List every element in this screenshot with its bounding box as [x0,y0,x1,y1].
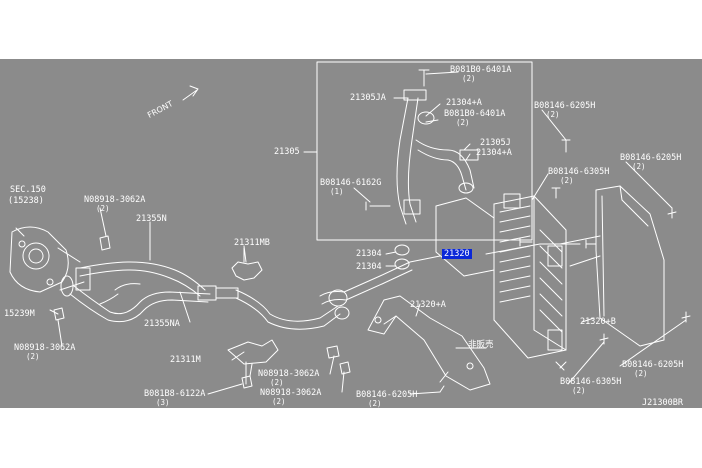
label-b081b0-6401a-top[interactable]: B081B0-6401A [450,65,512,75]
label-21305[interactable]: 21305 [274,147,300,157]
label-b08146-6205h-right[interactable]: B08146-6205H [620,153,682,163]
label-n08918-3062a-top[interactable]: N08918-3062A [84,195,146,205]
label-b08146-6205h-right-qty: (2) [632,162,646,171]
label-21320b[interactable]: 21320+B [580,317,616,327]
hose-21355na [69,283,211,323]
oil-cooler-21320 [435,193,567,359]
label-21355n[interactable]: 21355N [136,214,167,224]
pump-assembly [9,226,85,293]
label-n08918-3062a-bot[interactable]: N08918-3062A [260,388,322,398]
label-n08918-3062a-bot-qty: (2) [272,397,286,406]
label-n08918-3062a-left-qty: (2) [26,352,40,361]
label-b08146-6305h-top-qty: (2) [560,176,574,185]
diagram-id: J21300BR [642,398,683,408]
label-sec150-code: (15238) [8,196,44,206]
label-b08146-6305h-bot[interactable]: B08146-6305H [560,377,622,387]
label-b08146-6305h-bot-qty: (2) [572,386,586,395]
diagram-panel [0,59,702,408]
bolts [519,139,691,371]
label-b08146-6205h-top[interactable]: B08146-6205H [534,101,596,111]
pipe-21305 [365,69,479,270]
bracket-21320a [367,295,491,393]
label-21311m[interactable]: 21311M [170,355,201,365]
label-b081b0-6401a-top-qty: (2) [462,74,476,83]
label-21304a-top[interactable]: 21304+A [446,98,482,108]
label-b081b8-6122a-qty: (3) [156,398,170,407]
label-b081b8-6122a[interactable]: B081B8-6122A [144,389,206,399]
label-21305j[interactable]: 21305J [480,138,511,148]
tube-main [235,255,441,330]
front-arrow [182,85,199,101]
label-sec150: SEC.150 [10,185,46,195]
label-n08918-3062a-mid[interactable]: N08918-3062A [258,369,320,379]
label-21304-2[interactable]: 21304 [356,262,382,272]
bracket-21311mb [231,247,263,281]
label-b081b0-6401a-mid-qty: (2) [456,118,470,127]
clips [53,235,351,389]
label-21304a-mid[interactable]: 21304+A [476,148,512,158]
label-b08146-6205h-br-qty: (2) [634,369,648,378]
label-21305ja[interactable]: 21305JA [350,93,386,103]
label-21355na[interactable]: 21355NA [144,319,180,329]
label-b08146-6205h-bot-qty: (2) [368,399,382,408]
label-21320-highlighted[interactable]: 21320 [442,249,472,259]
label-15239m[interactable]: 15239M [4,309,35,319]
label-n08918-3062a-top-qty: (2) [96,204,110,213]
leader-lines [15,71,687,395]
label-b08146-6205h-bot[interactable]: B08146-6205H [356,390,418,400]
label-n08918-3062a-left[interactable]: N08918-3062A [14,343,76,353]
hose-21355n [79,261,206,297]
label-21311mb[interactable]: 21311MB [234,238,270,248]
label-b08146-6162g-qty: (1) [330,187,344,196]
cover-21320b [559,185,665,347]
label-b08146-6205h-br[interactable]: B08146-6205H [622,360,684,370]
callout-box [316,61,533,241]
label-b08146-6305h-top[interactable]: B08146-6305H [548,167,610,177]
label-b08146-6162g[interactable]: B08146-6162G [320,178,382,188]
hose-fittings [60,267,239,301]
label-b08146-6205h-top-qty: (2) [546,110,560,119]
label-n08918-3062a-mid-qty: (2) [270,378,284,387]
label-21304-1[interactable]: 21304 [356,249,382,259]
label-21320a[interactable]: 21320+A [410,300,446,310]
label-not-sold-note: 非販売 [468,340,494,350]
bracket-21311m [227,339,279,385]
label-b081b0-6401a-mid[interactable]: B081B0-6401A [444,109,506,119]
